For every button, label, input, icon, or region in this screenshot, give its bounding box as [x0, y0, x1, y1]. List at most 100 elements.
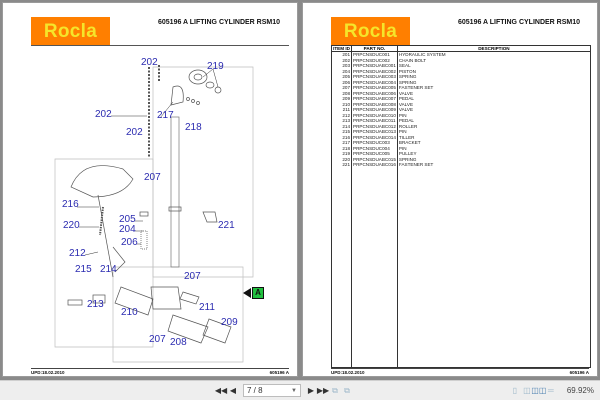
callout-202: 202 — [95, 109, 112, 120]
callout-207: 207 — [149, 334, 166, 345]
item-id: 216 — [331, 134, 352, 140]
description: CHAIN BOLT — [396, 57, 592, 63]
next-page-icon[interactable]: ▶ — [307, 386, 315, 395]
description: PIN — [396, 129, 592, 135]
part-no: PRPCNSDUABC001 — [351, 63, 398, 69]
document-title: 605196 A LIFTING CYLINDER RSM10 — [458, 19, 581, 26]
description: PIN — [396, 112, 592, 118]
footer-doc-number: 605196 A — [569, 370, 589, 375]
footer-doc-number: 605196 A — [269, 370, 289, 375]
description: PISTON — [396, 68, 592, 74]
callout-213: 213 — [87, 299, 104, 310]
item-id: 207 — [331, 85, 352, 91]
description: VALVE — [396, 90, 592, 96]
column-description: DESCRIPTION — [396, 45, 592, 52]
part-no: PRPCNSDUABC009 — [351, 107, 398, 113]
item-id: 206 — [331, 79, 352, 85]
callout-214: 214 — [100, 264, 117, 275]
callout-217: 217 — [157, 110, 174, 121]
item-id: 221 — [331, 162, 352, 168]
description: SPRING — [396, 79, 592, 85]
item-id: 203 — [331, 63, 352, 69]
continuous-page-icon[interactable]: ◫ — [523, 386, 531, 395]
callout-221: 221 — [218, 220, 235, 231]
first-page-icon[interactable]: ◀◀ — [214, 386, 228, 395]
last-page-icon[interactable]: ▶▶ — [316, 386, 330, 395]
prev-page-icon[interactable]: ◀ — [229, 386, 237, 395]
callout-215: 215 — [75, 264, 92, 275]
item-id: 219 — [331, 151, 352, 157]
back-view-icon[interactable]: ⧉ — [332, 385, 338, 395]
item-id: 202 — [331, 57, 352, 63]
exploded-parts-drawing: 202 219 202 217 218 202 207 216 205 220 … — [3, 47, 299, 365]
description: SPRING — [396, 156, 592, 162]
description: PEDAL — [396, 118, 592, 124]
view-label: A — [252, 287, 264, 299]
footer-divider — [331, 368, 589, 369]
two-page-icon[interactable]: ◫◫ — [531, 386, 547, 395]
viewer-toolbar: ◀◀ ◀ 7 / 8 ▼ ▶ ▶▶ ⧉ ⧉ ▯ ◫ ◫◫ ═ 69.92% — [0, 380, 600, 400]
footer-update-date: UPD:18.02.2010 — [331, 370, 365, 375]
part-no: PRPCNSDUABC007 — [351, 96, 398, 102]
description: FASTENER SET — [396, 162, 592, 168]
callout-206: 206 — [121, 237, 138, 248]
item-id: 209 — [331, 96, 352, 102]
forward-view-icon[interactable]: ⧉ — [344, 385, 350, 395]
callout-207: 207 — [144, 172, 161, 183]
two-page-continuous-icon[interactable]: ═ — [548, 386, 554, 395]
callout-220: 220 — [63, 220, 80, 231]
item-id: 204 — [331, 68, 352, 74]
lifting-cylinder-illustration — [54, 65, 254, 363]
table-header-row: ITEM ID PART NO. DESCRIPTION — [331, 45, 592, 52]
callout-209: 209 — [221, 317, 238, 328]
single-page-icon[interactable]: ▯ — [512, 386, 518, 395]
item-id: 210 — [331, 101, 352, 107]
part-no: PRPCNSDUABC013 — [351, 129, 398, 135]
part-no: PRPCNSDUABC016 — [351, 162, 398, 168]
callout-207: 207 — [184, 271, 201, 282]
description: HYDRAULIC SYSTEM — [396, 51, 592, 58]
item-id: 214 — [331, 123, 352, 129]
part-no: PRPCNSDUABC003 — [351, 74, 398, 80]
callout-211: 211 — [199, 302, 215, 313]
document-title: 605196 A LIFTING CYLINDER RSM10 — [158, 19, 281, 26]
callout-216: 216 — [62, 199, 79, 210]
page-parts-list: Rocla 605196 A LIFTING CYLINDER RSM10 IT… — [302, 2, 598, 377]
pointer-triangle-icon — [243, 288, 251, 298]
callout-202: 202 — [126, 127, 143, 138]
part-no: PRPCNSDUABC005 — [351, 85, 398, 91]
item-id: 213 — [331, 118, 352, 124]
callout-202: 202 — [141, 57, 158, 68]
zoom-level[interactable]: 69.92% — [566, 386, 594, 395]
description: VALVE — [396, 107, 592, 113]
view-marker-a: A — [243, 287, 264, 299]
item-id: 218 — [331, 145, 352, 151]
part-no: PRPCNSDUABC011 — [351, 118, 398, 124]
callout-218: 218 — [185, 122, 202, 133]
page-indicator: 7 / 8 — [247, 386, 263, 395]
description: TILLER — [396, 134, 592, 140]
callout-208: 208 — [170, 337, 187, 348]
description: PULLEY — [396, 151, 592, 157]
column-item-id: ITEM ID — [331, 45, 352, 52]
page-number-select[interactable]: 7 / 8 ▼ — [243, 384, 301, 397]
rocla-logo: Rocla — [331, 17, 410, 46]
description: SPRING — [396, 74, 592, 80]
item-id: 212 — [331, 112, 352, 118]
